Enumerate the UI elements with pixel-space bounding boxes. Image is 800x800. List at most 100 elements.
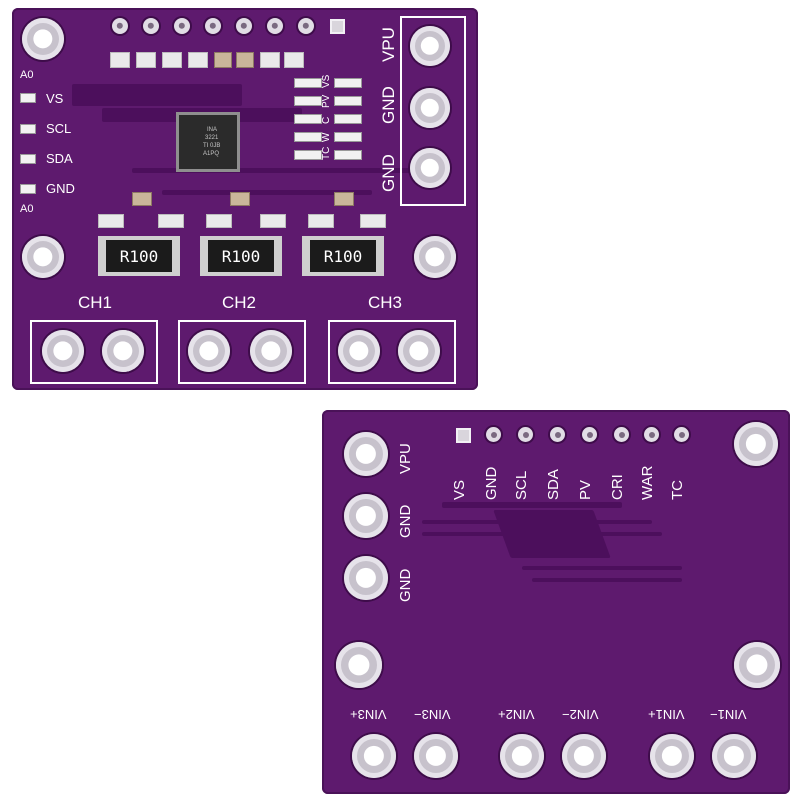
header-pin [236,18,252,34]
status-led [294,132,322,142]
silk-label-gnd: GND [46,181,75,196]
pcb-trace [532,578,682,582]
power-pin-gnd [410,148,450,188]
jumper-pad [20,124,36,134]
ch2-terminal-pin [250,330,292,372]
silk-label-vin2-minus: VIN2− [562,707,599,722]
header-pin [112,18,128,34]
silk-label-vin1-minus: VIN1− [710,707,747,722]
header-pin [550,427,565,442]
vin1-plus-pin [650,734,694,778]
silk-label-scl: SCL [46,121,72,136]
smd-resistor [188,52,208,68]
silk-label-led-tc: TC [321,146,332,160]
top-pcb-board: A0 VS SCL SDA GND A0 INA 3221 TI 0JB A1P… [12,8,478,390]
shunt-resistor-ch3: R100 [302,236,384,276]
silk-label-vpu: VPU [397,443,414,474]
ch2-terminal-pin [188,330,230,372]
silk-label-vin1-plus: VIN1+ [648,707,685,722]
status-led [334,78,362,88]
smd-resistor [158,214,184,228]
header-pin [267,18,283,34]
silk-label-led-w: W [321,132,332,142]
smd-capacitor [132,192,152,206]
mounting-hole [22,236,64,278]
silk-label-ch3: CH3 [368,293,403,312]
header-pin [174,18,190,34]
smd-resistor [284,52,304,68]
jumper-pad [20,184,36,194]
status-led [334,114,362,124]
jumper-pad [20,154,36,164]
pcb-trace [422,520,652,524]
power-pin-vpu [410,26,450,66]
silk-label-tc: TC [669,480,686,500]
silk-label-pv: PV [577,479,594,500]
silk-label-gnd-1: GND [397,504,414,538]
silk-label-ch2: CH2 [222,293,257,312]
vin3-plus-pin [352,734,396,778]
status-led [294,78,322,88]
smd-resistor [260,52,280,68]
silk-label-sda: SDA [46,151,73,166]
vin2-minus-pin [562,734,606,778]
mounting-hole [734,642,780,688]
silk-label-led-pv: PV [321,94,332,108]
jumper-pad [20,93,36,103]
header-pin [205,18,221,34]
power-pin-vpu [344,432,388,476]
silk-label-a0-bottom: A0 [20,203,34,215]
header-pin [674,427,689,442]
ch1-terminal-outline [30,320,158,384]
shunt-resistor-ch2: R100 [200,236,282,276]
pcb-trace [522,566,682,570]
smd-resistor [162,52,182,68]
smd-resistor [308,214,334,228]
silk-label-led-c: C [321,116,332,124]
ch2-terminal-outline [178,320,306,384]
mounting-hole [414,236,456,278]
ina3221-chip: INA 3221 TI 0JB A1PQ [176,112,240,172]
chip-marking-3: TI 0JB [203,143,221,149]
status-led [334,132,362,142]
status-led [294,114,322,124]
status-led [334,96,362,106]
mounting-hole [22,18,64,60]
silk-label-led-vs: VS [321,74,332,88]
header-pin [486,427,501,442]
header-pin [298,18,314,34]
smd-capacitor [214,52,232,68]
shunt-resistor-ch1: R100 [98,236,180,276]
chip-marking-1: INA [207,127,218,133]
silk-label-vin3-plus: VIN3+ [350,707,387,722]
smd-resistor [136,52,156,68]
silk-label-war: WAR [639,465,656,500]
header-pin [143,18,159,34]
bottom-pcb-board: VPU GND GND VS GND SCL SDA PV CRI WAR TC… [322,410,790,794]
ch1-terminal-pin [102,330,144,372]
silk-label-gnd-1: GND [379,86,398,124]
smd-resistor [98,214,124,228]
silk-label-vs: VS [451,479,468,500]
smd-resistor [206,214,232,228]
pcb-trace [422,532,662,536]
vin1-minus-pin [712,734,756,778]
silk-label-vs: VS [46,91,64,106]
silk-label-cri: CRI [609,474,626,500]
header-pin [518,427,533,442]
smd-resistor [110,52,130,68]
power-header-outline [400,16,466,206]
header-pin-square [330,19,345,34]
vin3-minus-pin [414,734,458,778]
silk-label-gnd-2: GND [379,154,398,192]
mounting-hole [336,642,382,688]
smd-resistor [360,214,386,228]
silk-label-sda: SDA [545,469,562,500]
chip-marking-2: 3221 [205,135,219,141]
smd-resistor [260,214,286,228]
pcb-trace [442,502,622,508]
header-pin [614,427,629,442]
smd-capacitor [236,52,254,68]
header-pin-square [456,428,471,443]
status-led [294,150,322,160]
